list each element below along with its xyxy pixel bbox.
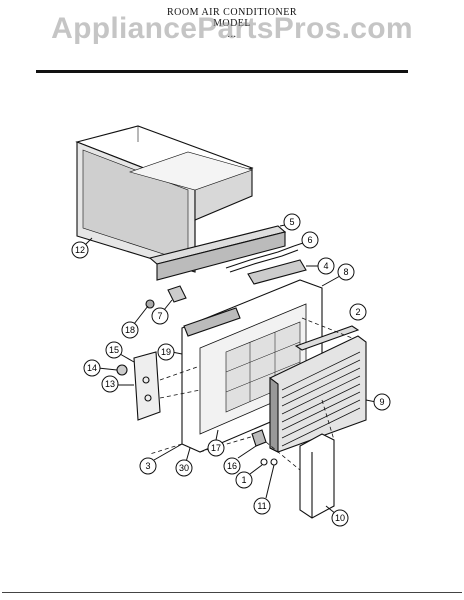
svg-text:15: 15 <box>109 345 119 355</box>
callout-2: 2 <box>349 303 367 321</box>
callout-5: 5 <box>279 213 301 231</box>
model-number: ... <box>227 29 237 40</box>
svg-text:30: 30 <box>179 463 189 473</box>
hardware-part-11 <box>270 458 278 466</box>
strip-part-6 <box>225 245 299 273</box>
svg-text:12: 12 <box>75 245 85 255</box>
svg-text:6: 6 <box>307 235 312 245</box>
svg-text:9: 9 <box>379 397 384 407</box>
callout-6: 6 <box>293 231 319 249</box>
svg-text:13: 13 <box>105 379 115 389</box>
svg-text:10: 10 <box>335 513 345 523</box>
callout-4: 4 <box>306 257 335 275</box>
callout-13: 13 <box>101 375 134 393</box>
model-label: MODEL <box>212 18 252 29</box>
callout-18: 18 <box>121 305 149 339</box>
callout-12: 12 <box>71 237 93 259</box>
diagram-title: ROOM AIR CONDITIONER <box>167 7 297 18</box>
svg-text:1: 1 <box>241 475 246 485</box>
svg-text:16: 16 <box>227 461 237 471</box>
hardware-part-16 <box>251 429 267 447</box>
callout-30: 30 <box>175 447 193 477</box>
svg-text:2: 2 <box>355 307 360 317</box>
callout-7: 7 <box>151 299 173 325</box>
callouts: 5 6 4 8 2 9 10 11 1 16 17 30 3 13 14 15 … <box>71 213 391 527</box>
callout-19: 19 <box>157 343 183 361</box>
callout-11: 11 <box>253 464 275 515</box>
svg-text:4: 4 <box>323 261 328 271</box>
side-panel-part-10 <box>299 433 335 519</box>
callout-8: 8 <box>321 263 355 287</box>
svg-text:5: 5 <box>289 217 294 227</box>
svg-text:11: 11 <box>257 501 266 511</box>
svg-text:19: 19 <box>161 347 171 357</box>
louver-part-5 <box>148 225 287 281</box>
knob-part-14 <box>116 364 128 376</box>
header-rule <box>36 70 408 73</box>
callout-1: 1 <box>235 464 263 489</box>
watermark: AppliancePartsPros.com <box>51 12 413 45</box>
filter-part-2 <box>294 325 360 351</box>
callout-15: 15 <box>105 341 135 363</box>
svg-text:18: 18 <box>125 325 135 335</box>
svg-text:14: 14 <box>87 363 97 373</box>
callout-14: 14 <box>83 359 118 377</box>
hardware-part-1 <box>260 458 268 466</box>
svg-text:7: 7 <box>157 311 162 321</box>
callout-9: 9 <box>365 393 391 411</box>
callout-16: 16 <box>223 445 257 475</box>
callout-17: 17 <box>207 429 225 457</box>
grille-insert-part-4 <box>247 259 307 285</box>
callout-3: 3 <box>139 443 183 475</box>
svg-text:17: 17 <box>211 443 221 453</box>
control-panel-part-13 <box>133 351 161 421</box>
bracket-part-7 <box>167 285 187 303</box>
bottom-rule <box>2 592 462 593</box>
svg-text:8: 8 <box>343 267 348 277</box>
svg-text:3: 3 <box>145 461 150 471</box>
callout-10: 10 <box>325 505 349 527</box>
